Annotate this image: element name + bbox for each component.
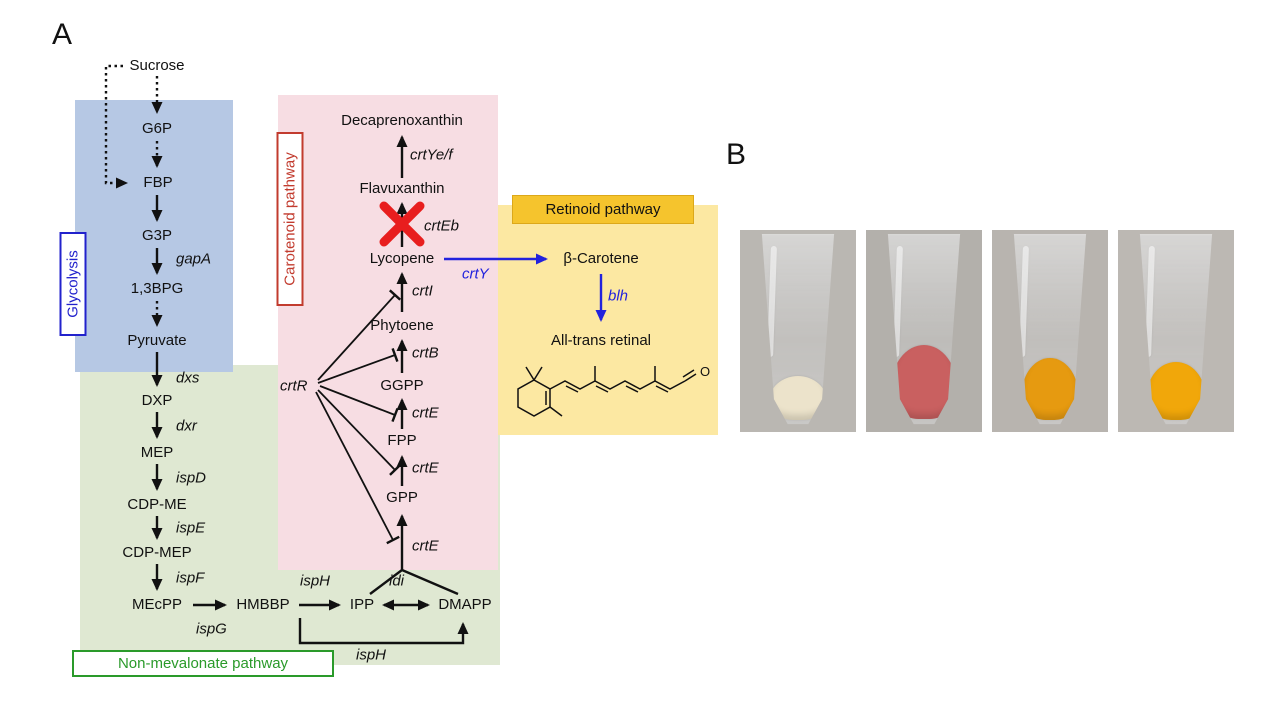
enzyme-crtY: crtY	[462, 265, 489, 283]
node-cdp-me: CDP-ME	[127, 496, 187, 513]
tube-photos-row	[740, 230, 1234, 432]
tube-2	[887, 234, 961, 425]
enzyme-gapA: gapA	[176, 250, 212, 268]
enzyme-blh: blh	[608, 287, 629, 305]
node-g6p: G6P	[141, 120, 173, 137]
node-dxp: DXP	[141, 392, 173, 409]
node-fpp: FPP	[387, 432, 417, 449]
carotenoid-region	[278, 95, 498, 570]
node-13bpg: 1,3BPG	[130, 280, 184, 297]
enzyme-ispH-1: ispH	[300, 572, 331, 590]
enzyme-crtE-3: crtE	[412, 404, 439, 422]
enzyme-dxr: dxr	[176, 417, 197, 435]
enzyme-ispD: ispD	[176, 469, 207, 487]
retinal-structure: O	[517, 364, 710, 417]
panel-a-label: A	[52, 18, 73, 51]
node-flavuxanthin: Flavuxanthin	[359, 180, 445, 197]
non-mevalonate-pathway-title: Non-mevalonate pathway	[72, 650, 334, 677]
enzyme-dxs: dxs	[176, 369, 200, 387]
tube-photo-4	[1118, 230, 1234, 432]
pathway-arrows-overlay: O	[104, 64, 710, 645]
retinoid-arrows	[444, 253, 607, 322]
cell-pellet-orange-2	[1147, 362, 1205, 420]
tube-1	[761, 234, 835, 425]
enzyme-ispH-2: ispH	[356, 646, 387, 664]
node-g3p: G3P	[141, 227, 173, 244]
crtEb-knockout-cross	[379, 201, 425, 247]
glycolysis-title: Glycolysis	[59, 232, 87, 336]
tube-photo-2	[866, 230, 982, 432]
enzyme-crtI: crtI	[412, 282, 433, 300]
node-decaprenoxanthin: Decaprenoxanthin	[341, 112, 463, 129]
node-pyruvate: Pyruvate	[127, 332, 187, 349]
cell-pellet-white	[769, 376, 827, 420]
enzyme-crtE-2: crtE	[412, 459, 439, 477]
cell-pellet-red	[891, 345, 957, 419]
retinoid-region	[498, 205, 718, 435]
node-sucrose: Sucrose	[129, 57, 185, 74]
node-lycopene: Lycopene	[369, 250, 435, 267]
retinal-oxygen-atom: O	[700, 364, 710, 379]
enzyme-crtE-1: crtE	[412, 537, 439, 555]
tube-photo-1	[740, 230, 856, 432]
enzyme-crtYef: crtYe/f	[410, 146, 453, 164]
enzyme-crtEb: crtEb	[424, 217, 460, 235]
carotenoid-pathway-arrows	[369, 135, 459, 596]
retinoid-pathway-header: Retinoid pathway	[512, 195, 694, 224]
node-mep: MEP	[140, 444, 174, 461]
glycolysis-arrows	[104, 64, 163, 327]
node-ggpp: GGPP	[380, 377, 424, 394]
node-gpp: GPP	[386, 489, 418, 506]
node-all-trans-retinal: All-trans retinal	[550, 332, 652, 349]
node-fbp: FBP	[143, 174, 173, 191]
node-beta-carotene: β-Carotene	[563, 250, 639, 267]
enzyme-ispG: ispG	[196, 620, 227, 638]
tube-3	[1013, 234, 1087, 425]
enzyme-idi: idi	[389, 572, 405, 590]
tube-photo-3	[992, 230, 1108, 432]
enzyme-ispF: ispF	[176, 569, 205, 587]
panel-b-label: B	[726, 138, 747, 171]
tube-4	[1139, 234, 1213, 425]
node-dmapp: DMAPP	[438, 596, 492, 613]
cell-pellet-orange-1	[1022, 358, 1078, 420]
enzyme-crtB: crtB	[412, 344, 439, 362]
node-hmbbp: HMBBP	[236, 596, 290, 613]
enzyme-crtR: crtR	[280, 377, 308, 395]
carotenoid-pathway-title: Carotenoid pathway	[276, 132, 304, 306]
enzyme-ispE: ispE	[176, 519, 206, 537]
node-phytoene: Phytoene	[370, 317, 434, 334]
node-cdp-mep: CDP-MEP	[122, 544, 192, 561]
node-mecpp: MEcPP	[131, 596, 183, 613]
crtR-inhibition-lines	[315, 289, 401, 545]
node-ipp: IPP	[349, 596, 375, 613]
mep-pathway-arrows	[151, 352, 469, 645]
